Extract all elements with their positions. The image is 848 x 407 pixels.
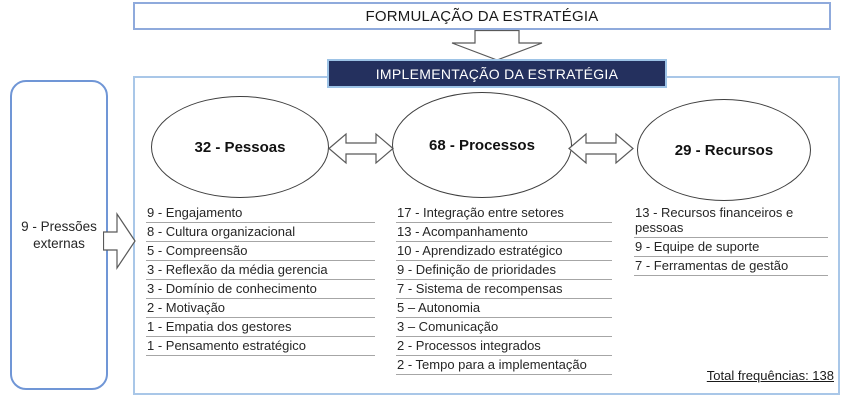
external-pressures-label: 9 - Pressões externas: [21, 219, 97, 251]
implementation-banner-label: IMPLEMENTAÇÃO DA ESTRATÉGIA: [375, 65, 619, 82]
list-item: 2 - Tempo para a implementação: [396, 356, 612, 375]
ellipse-recursos: 29 - Recursos: [637, 99, 811, 201]
list-item: 5 – Autonomia: [396, 299, 612, 318]
list-item: 13 - Recursos financeiros e pessoas: [634, 204, 828, 238]
list-item: 13 - Acompanhamento: [396, 223, 612, 242]
list-item: 9 - Engajamento: [146, 204, 375, 223]
ellipse-pessoas: 32 - Pessoas: [151, 96, 329, 198]
external-pressures-box: 9 - Pressões externas: [10, 80, 108, 390]
down-arrow-icon: [451, 30, 543, 61]
ellipse-processos: 68 - Processos: [392, 92, 572, 198]
list-item: 3 - Domínio de conhecimento: [146, 280, 375, 299]
list-item: 9 - Definição de prioridades: [396, 261, 612, 280]
right-arrow-icon: [103, 212, 136, 270]
implementation-banner: IMPLEMENTAÇÃO DA ESTRATÉGIA: [327, 59, 667, 88]
list-item: 17 - Integração entre setores: [396, 204, 612, 223]
double-arrow-icon: [328, 132, 394, 165]
formulation-banner: FORMULAÇÃO DA ESTRATÉGIA: [133, 2, 831, 30]
list-item: 1 - Pensamento estratégico: [146, 337, 375, 356]
list-item: 3 - Reflexão da média gerencia: [146, 261, 375, 280]
list-item: 9 - Equipe de suporte: [634, 238, 828, 257]
list-item: 7 - Ferramentas de gestão: [634, 257, 828, 276]
list-item: 2 - Motivação: [146, 299, 375, 318]
ellipse-processos-label: 68 - Processos: [429, 136, 535, 154]
list-item: 5 - Compreensão: [146, 242, 375, 261]
list-item: 2 - Processos integrados: [396, 337, 612, 356]
double-arrow-icon: [568, 132, 634, 165]
formulation-banner-label: FORMULAÇÃO DA ESTRATÉGIA: [365, 7, 599, 25]
ellipse-pessoas-label: 32 - Pessoas: [194, 138, 286, 156]
list-item: 10 - Aprendizado estratégico: [396, 242, 612, 261]
list-item: 7 - Sistema de recompensas: [396, 280, 612, 299]
ellipse-recursos-label: 29 - Recursos: [674, 141, 774, 159]
total-frequencies-label: Total frequências: 138: [706, 368, 834, 383]
list-item: 3 – Comunicação: [396, 318, 612, 337]
list-item: 8 - Cultura organizacional: [146, 223, 375, 242]
list-item: 1 - Empatia dos gestores: [146, 318, 375, 337]
